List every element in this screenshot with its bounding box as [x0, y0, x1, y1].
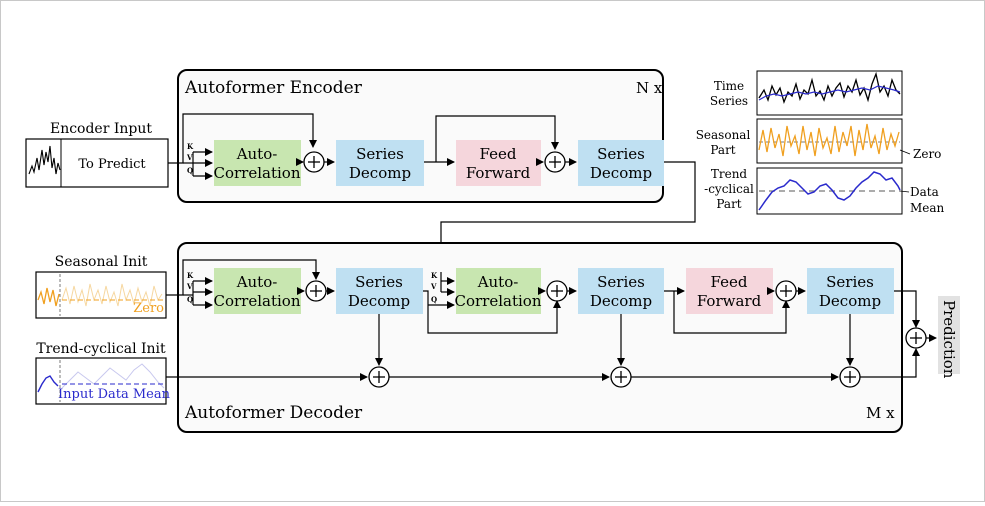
- dec2-k-label: K: [431, 271, 438, 280]
- enc-series-decomp-2: [578, 140, 664, 186]
- dec-autocorr1-line2: Correlation: [214, 292, 301, 310]
- legend-panel: Time Series Seasonal Part Zero Trend -cy…: [696, 70, 945, 215]
- to-predict-label: To Predict: [78, 157, 146, 172]
- enc-feed-forward-block: [456, 140, 541, 186]
- seasonal-init-series: [37, 287, 60, 307]
- enc-autocorr-line1: Auto-: [236, 145, 278, 163]
- trend-init-faded: [61, 363, 165, 389]
- dec-ff-line1: Feed: [711, 273, 748, 291]
- trend-init-mean: Input Data Mean: [58, 387, 171, 402]
- legend-zero: Zero: [913, 147, 941, 161]
- dec-series-decomp-2: [578, 268, 664, 314]
- dec-decomp2-line1: Series: [597, 273, 645, 291]
- enc-autocorrelation-block: [214, 140, 301, 186]
- decoder-title: Autoformer Decoder: [184, 403, 363, 423]
- enc-autocorr-line2: Correlation: [214, 164, 301, 182]
- legend-trend-series: [758, 171, 901, 211]
- dec-decomp3-line2: Decomp: [819, 292, 881, 310]
- enc-decomp2-line1: Series: [597, 145, 645, 163]
- prediction-label: Prediction: [940, 300, 958, 379]
- dec-autocorr2-line2: Correlation: [455, 292, 542, 310]
- dec1-k-label: K: [187, 271, 194, 280]
- dec2-v-label: V: [430, 282, 437, 291]
- dec-autocorrelation-block-1: [214, 268, 301, 314]
- dec1-q-label: Q: [187, 295, 193, 304]
- legend-seasonal-series: [758, 123, 900, 157]
- seasonal-init-label: Seasonal Init: [55, 254, 148, 270]
- legend-data-mean-line1: Data: [910, 185, 939, 199]
- dec-decomp1-line1: Series: [355, 273, 403, 291]
- legend-time-line2: Series: [710, 94, 748, 108]
- encoder-repeat: N x: [636, 79, 663, 97]
- enc-ff-line1: Feed: [480, 145, 517, 163]
- enc-k-label: K: [187, 142, 194, 151]
- dec-series-decomp-1: [336, 268, 423, 314]
- dec-decomp2-line2: Decomp: [590, 292, 652, 310]
- enc-decomp1-line1: Series: [356, 145, 404, 163]
- dec-ff-line2: Forward: [697, 292, 762, 310]
- dec-decomp1-line2: Decomp: [348, 292, 410, 310]
- legend-seasonal-line1: Seasonal: [696, 128, 751, 142]
- enc-decomp1-line2: Decomp: [349, 164, 411, 182]
- trend-init-series: [37, 375, 59, 393]
- legend-trend-line1: Trend: [711, 167, 748, 181]
- legend-time-series-black: [758, 71, 901, 105]
- encoder-input-box: [25, 138, 169, 188]
- trend-init-label: Trend-cyclical Init: [36, 341, 166, 357]
- dec-feed-forward-block: [686, 268, 773, 314]
- dec-autocorr2-line1: Auto-: [477, 273, 519, 291]
- dec-autocorrelation-block-2: [456, 268, 541, 314]
- enc-ff-line2: Forward: [466, 164, 531, 182]
- decoder-repeat: M x: [866, 404, 895, 422]
- encoder-title: Autoformer Encoder: [184, 78, 363, 98]
- dec-decomp3-line1: Series: [826, 273, 874, 291]
- enc-decomp2-line2: Decomp: [590, 164, 652, 182]
- prediction-box: [938, 296, 960, 374]
- legend-time-series-blue: [758, 85, 901, 101]
- dec2-q-label: Q: [431, 295, 437, 304]
- legend-data-mean-line2: Mean: [910, 201, 945, 215]
- dec-autocorr1-line1: Auto-: [236, 273, 278, 291]
- encoder-input-series: [28, 145, 61, 175]
- seasonal-init-zero: Zero: [133, 301, 164, 316]
- enc-series-decomp-1: [336, 140, 424, 186]
- enc-v-label: V: [186, 153, 193, 162]
- enc-q-label: Q: [187, 166, 193, 175]
- dec1-v-label: V: [186, 282, 193, 291]
- legend-time-line1: Time: [714, 79, 744, 93]
- legend-seasonal-line2: Part: [710, 143, 735, 157]
- legend-trend-line2: -cyclical: [704, 182, 754, 196]
- encoder-input-label: Encoder Input: [50, 121, 152, 137]
- legend-trend-line3: Part: [716, 197, 741, 211]
- dec-series-decomp-3: [807, 268, 894, 314]
